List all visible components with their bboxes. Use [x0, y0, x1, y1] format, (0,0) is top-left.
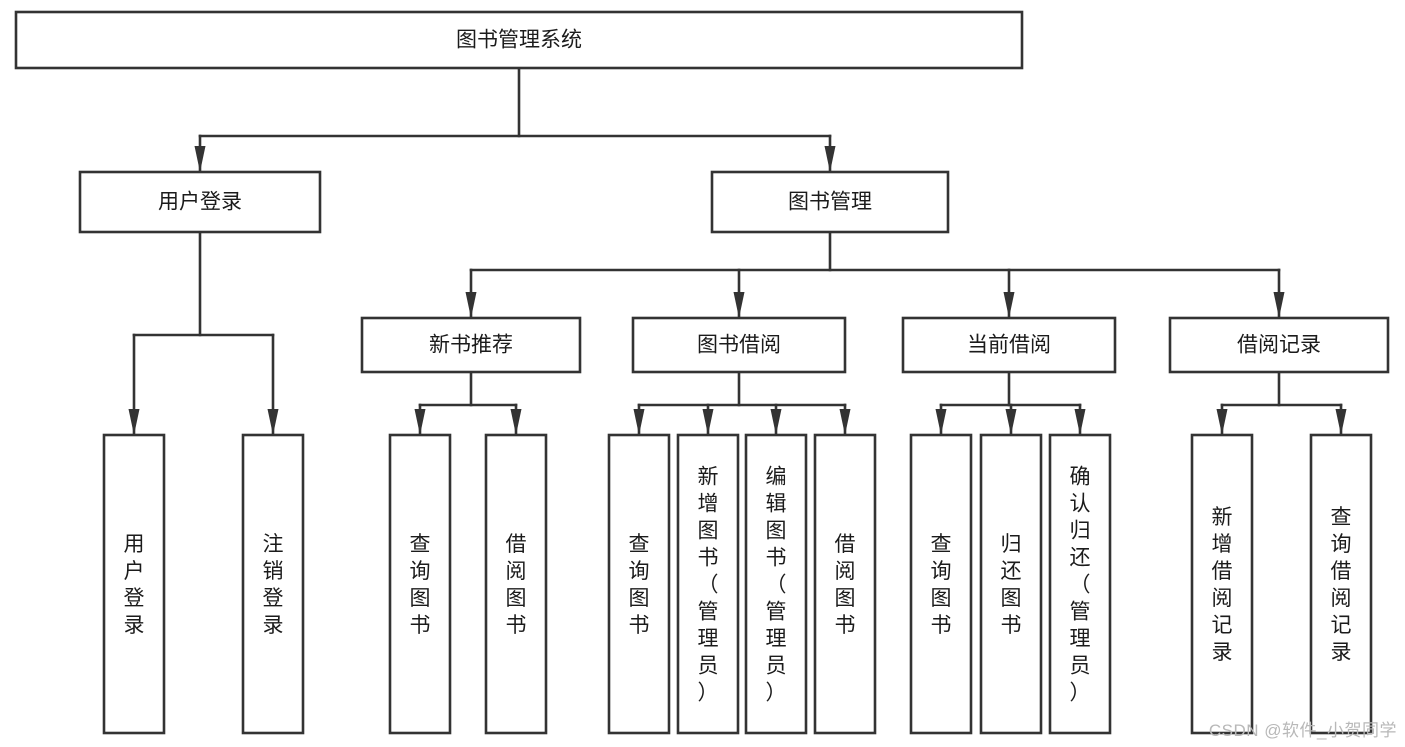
node-records-add-record[interactable]: 新增借阅记录	[1190, 433, 1254, 735]
node-user-login-logout[interactable]: 注销登录	[241, 433, 305, 735]
node-box-new-book-recommend	[360, 316, 582, 374]
node-recommend-borrow-book[interactable]: 借阅图书	[484, 433, 548, 735]
node-borrow-records[interactable]: 借阅记录	[1168, 316, 1390, 374]
node-current-confirm-return[interactable]: 确认归还（管理员）	[1048, 433, 1112, 735]
node-label-root: 图书管理系统	[456, 29, 582, 52]
node-box-root	[14, 10, 1024, 70]
node-records-query-record[interactable]: 查询借阅记录	[1309, 433, 1373, 735]
node-borrow-add-book[interactable]: 新增图书（管理员）	[676, 433, 740, 735]
node-borrow-edit-book[interactable]: 编辑图书（管理员）	[744, 433, 808, 735]
node-box-book-management	[710, 170, 950, 234]
node-label-user-login-logout: 注销登录	[263, 533, 284, 637]
node-label-recommend-query-book: 查询图书	[410, 533, 431, 637]
node-box-borrow-query-book	[607, 433, 671, 735]
node-box-user-login	[78, 170, 322, 234]
arrow-head-icon	[935, 409, 947, 435]
node-label-user-login: 用户登录	[158, 191, 242, 214]
node-label-borrow-borrow-book: 借阅图书	[835, 533, 856, 637]
node-book-management[interactable]: 图书管理	[710, 170, 950, 234]
node-label-book-management: 图书管理	[788, 191, 872, 214]
node-label-records-query-record: 查询借阅记录	[1331, 506, 1352, 664]
node-label-current-return-book: 归还图书	[1001, 533, 1022, 637]
arrow-head-icon	[1074, 409, 1086, 435]
node-label-borrow-edit-book: 编辑图书（管理员）	[766, 466, 787, 705]
node-box-user-login-login	[102, 433, 166, 735]
arrow-head-icon	[1005, 409, 1017, 435]
node-box-current-return-book	[979, 433, 1043, 735]
node-box-recommend-borrow-book	[484, 433, 548, 735]
arrow-head-icon	[633, 409, 645, 435]
node-box-book-borrow	[631, 316, 847, 374]
node-label-book-borrow: 图书借阅	[697, 334, 781, 357]
node-label-records-add-record: 新增借阅记录	[1212, 506, 1233, 664]
node-label-borrow-query-book: 查询图书	[629, 533, 650, 637]
arrow-head-icon	[839, 409, 851, 435]
node-label-borrow-records: 借阅记录	[1237, 334, 1321, 357]
node-box-current-confirm-return	[1048, 433, 1112, 735]
arrow-head-icon	[267, 409, 279, 435]
node-user-login-login[interactable]: 用户登录	[102, 433, 166, 735]
arrow-head-icon	[733, 292, 745, 318]
node-label-new-book-recommend: 新书推荐	[429, 334, 513, 357]
node-borrow-query-book[interactable]: 查询图书	[607, 433, 671, 735]
node-book-borrow[interactable]: 图书借阅	[631, 316, 847, 374]
arrow-head-icon	[770, 409, 782, 435]
arrow-head-icon	[194, 146, 206, 172]
node-box-borrow-records	[1168, 316, 1390, 374]
node-box-user-login-logout	[241, 433, 305, 735]
node-label-recommend-borrow-book: 借阅图书	[506, 533, 527, 637]
node-borrow-borrow-book[interactable]: 借阅图书	[813, 433, 877, 735]
node-box-borrow-add-book	[676, 433, 740, 735]
node-current-query-book[interactable]: 查询图书	[909, 433, 973, 735]
arrow-head-icon	[1273, 292, 1285, 318]
arrow-head-icon	[1216, 409, 1228, 435]
node-label-user-login-login: 用户登录	[124, 533, 145, 637]
arrow-head-icon	[128, 409, 140, 435]
node-recommend-query-book[interactable]: 查询图书	[388, 433, 452, 735]
node-current-borrow[interactable]: 当前借阅	[901, 316, 1117, 374]
node-label-current-confirm-return: 确认归还（管理员）	[1070, 466, 1091, 705]
node-box-current-borrow	[901, 316, 1117, 374]
node-box-borrow-borrow-book	[813, 433, 877, 735]
arrow-head-icon	[1003, 292, 1015, 318]
node-root[interactable]: 图书管理系统	[14, 10, 1024, 70]
arrow-head-icon	[824, 146, 836, 172]
node-new-book-recommend[interactable]: 新书推荐	[360, 316, 582, 374]
node-label-borrow-add-book: 新增图书（管理员）	[698, 466, 719, 705]
node-user-login[interactable]: 用户登录	[78, 170, 322, 234]
node-label-current-query-book: 查询图书	[931, 533, 952, 637]
arrow-head-icon	[1335, 409, 1347, 435]
node-label-current-borrow: 当前借阅	[967, 334, 1051, 357]
arrow-head-icon	[702, 409, 714, 435]
node-box-records-query-record	[1309, 433, 1373, 735]
arrow-head-icon	[414, 409, 426, 435]
node-box-records-add-record	[1190, 433, 1254, 735]
node-box-recommend-query-book	[388, 433, 452, 735]
arrow-head-icon	[465, 292, 477, 318]
node-box-current-query-book	[909, 433, 973, 735]
node-current-return-book[interactable]: 归还图书	[979, 433, 1043, 735]
node-box-borrow-edit-book	[744, 433, 808, 735]
arrow-head-icon	[510, 409, 522, 435]
